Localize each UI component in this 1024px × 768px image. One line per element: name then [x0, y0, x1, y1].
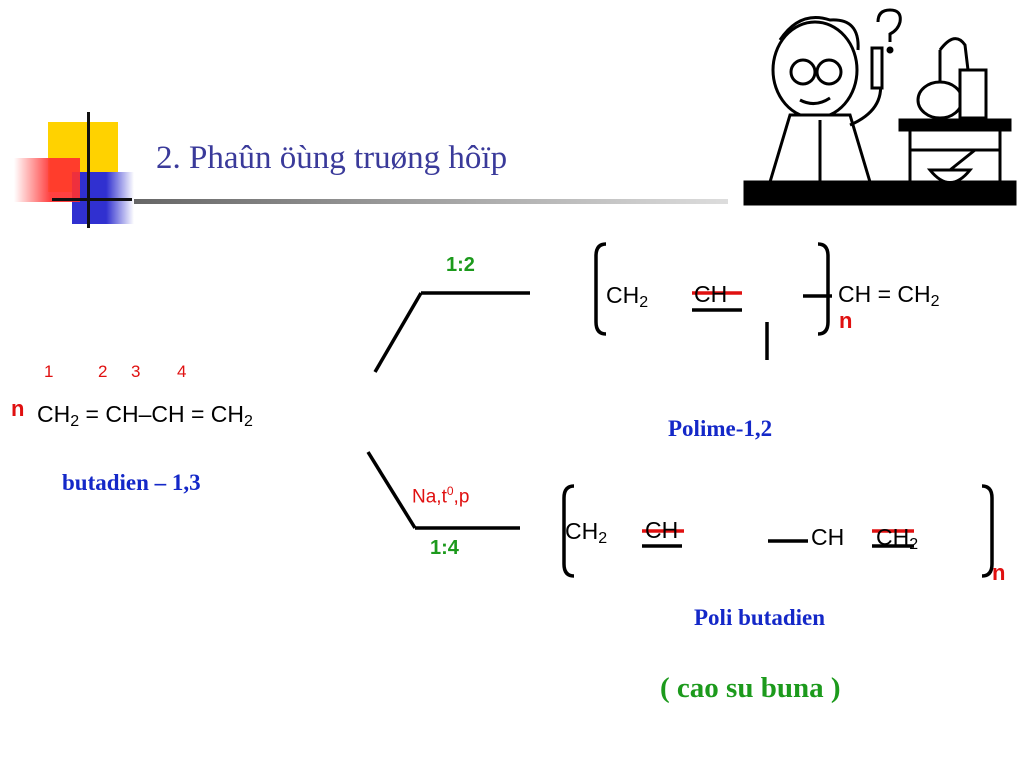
lower-product-ch2-right: CH2: [876, 524, 919, 553]
lower-product-ch-1: CH: [645, 517, 679, 543]
lower-arrow-diagonal: [366, 451, 417, 529]
carbon-number-4: 4: [177, 362, 187, 381]
lower-right-bracket: [981, 484, 994, 578]
deco-horizontal-line: [52, 198, 132, 201]
lower-product-name: Poli butadien: [694, 605, 826, 630]
upper-arrow-diagonal: [373, 292, 423, 373]
carbon-number-3: 3: [131, 362, 141, 381]
monomer-formula: CH2 = CH–CH = CH2: [37, 401, 253, 430]
upper-left-bracket: [594, 242, 607, 336]
monomer-coefficient: n: [11, 396, 25, 421]
lower-product-common-name: ( cao su buna ): [660, 672, 841, 704]
upper-product-name: Polime-1,2: [668, 416, 773, 441]
lower-ratio-label: 1:4: [430, 537, 459, 559]
upper-subscript-n: n: [839, 308, 853, 333]
lower-product-ch-2: CH: [811, 524, 845, 550]
title-underline: [134, 199, 728, 204]
upper-product-ch: CH: [694, 281, 728, 307]
upper-right-bracket: [817, 242, 830, 336]
lower-product-ch2-left: CH2: [565, 518, 608, 547]
upper-product-side-chain: CH = CH2: [838, 281, 940, 310]
upper-ratio-label: 1:2: [446, 254, 475, 276]
upper-product-ch2: CH2: [606, 282, 649, 311]
deco-red-square: [14, 158, 80, 202]
lower-subscript-n: n: [992, 560, 1006, 585]
lower-left-bracket: [562, 484, 575, 578]
monomer-name: butadien – 1,3: [62, 470, 201, 495]
lower-condition-label: Na,t0,p: [412, 484, 470, 508]
carbon-number-2: 2: [98, 362, 108, 381]
page-title: 2. Phaûn öùng truøng hôïp: [156, 140, 508, 176]
carbon-number-1: 1: [44, 362, 54, 381]
deco-vertical-line: [87, 112, 90, 228]
